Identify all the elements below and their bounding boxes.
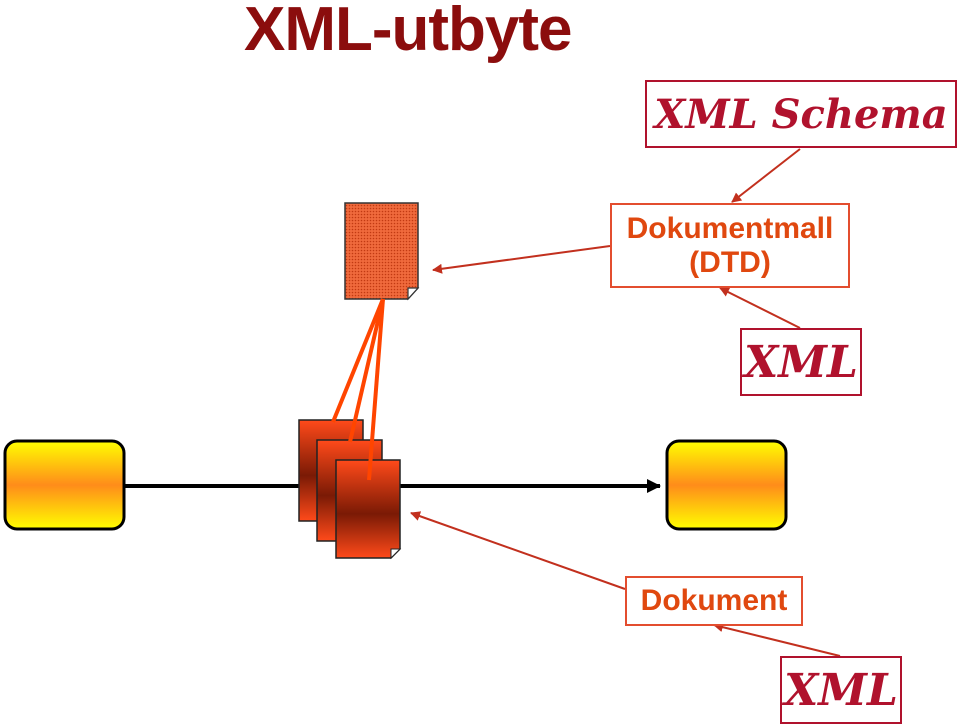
xml-schema-text: XML Schema <box>654 90 948 138</box>
xml-upper-text: XML <box>744 336 858 388</box>
dtd-template-icon <box>344 202 420 301</box>
arrow-dokument-to-stack <box>410 511 626 590</box>
arrow-dtd-to-template <box>432 245 611 274</box>
dokument-text: Dokument <box>640 584 788 617</box>
document-stack-icon <box>298 419 402 560</box>
dtd-label-line1: Dokumentmall <box>626 211 834 245</box>
annotation-arrows <box>410 148 841 657</box>
xml-lower-text: XML <box>784 664 898 716</box>
template-connectors <box>331 298 385 481</box>
dtd-label-line2: (DTD) <box>689 245 771 279</box>
xml-label-lower: XML <box>780 656 902 724</box>
arrow-schema-to-dtd <box>731 148 801 203</box>
dtd-label: Dokumentmall (DTD) <box>610 203 850 288</box>
dokument-label: Dokument <box>625 576 803 626</box>
sender-node <box>3 439 126 531</box>
page-title: XML-utbyte <box>244 0 573 64</box>
receiver-node <box>665 439 788 531</box>
arrow-xml-to-dokument <box>713 622 841 657</box>
arrow-xml-to-dtd <box>719 287 801 329</box>
xml-label-upper: XML <box>740 328 862 396</box>
xml-schema-label: XML Schema <box>645 80 957 148</box>
